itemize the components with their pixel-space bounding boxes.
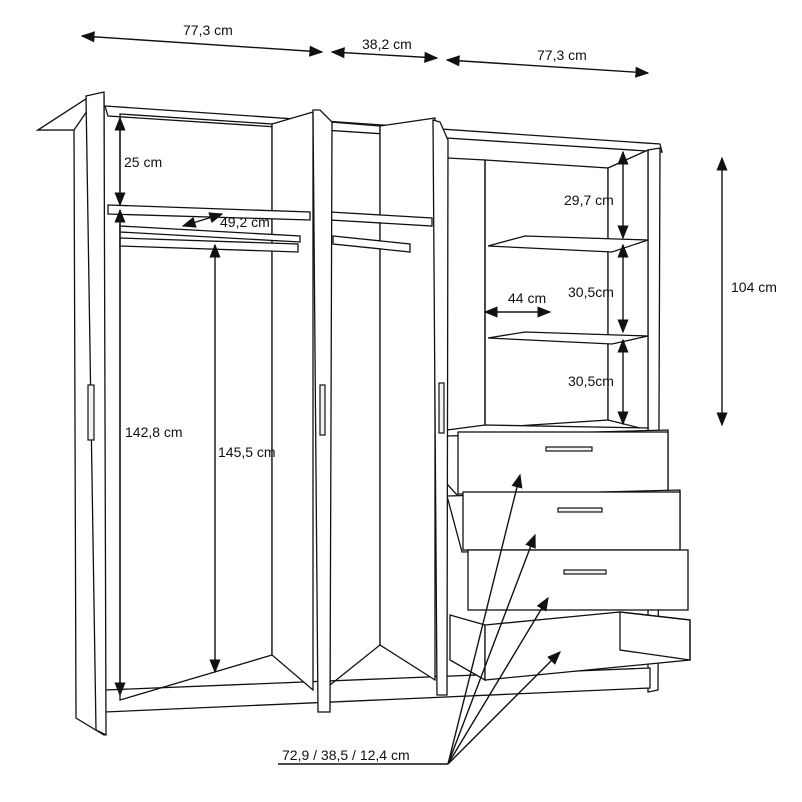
drawer-handle (545, 446, 593, 452)
label-top-left-width: 77,3 cm (183, 22, 233, 38)
door-handle (87, 384, 95, 441)
dimension-arrows (80, 31, 728, 765)
label-top-middle-width: 38,2 cm (362, 36, 412, 52)
label-shelf-gap-1: 29,7 cm (564, 192, 614, 208)
label-right-height: 104 cm (731, 279, 777, 295)
drawer-handle (557, 507, 603, 513)
label-drawer-dimensions: 72,9 / 38,5 / 12,4 cm (282, 747, 410, 763)
wardrobe-body (35, 91, 691, 737)
label-left-height: 142,8 cm (125, 424, 183, 440)
middle-compartment (329, 117, 436, 687)
label-shelf-gap-2: 30,5cm (568, 284, 614, 300)
right-compartment (446, 148, 649, 439)
label-shelf-depth: 49,2 cm (220, 214, 270, 230)
label-top-right-width: 77,3 cm (537, 47, 587, 63)
drawers (446, 429, 691, 682)
label-hanging-height: 145,5 cm (218, 444, 276, 460)
door-handle (438, 382, 445, 434)
drawer-handle (563, 569, 607, 575)
door-handle (319, 384, 326, 436)
doors (35, 91, 449, 737)
label-top-shelf-gap: 25 cm (124, 154, 162, 170)
label-shelf-gap-3: 30,5cm (568, 373, 614, 389)
left-compartment (107, 111, 314, 701)
label-shelf-width: 44 cm (508, 290, 546, 306)
hanging-rail (332, 235, 411, 253)
dimension-labels: 77,3 cm 38,2 cm 77,3 cm 104 cm 25 cm 49,… (124, 22, 777, 763)
